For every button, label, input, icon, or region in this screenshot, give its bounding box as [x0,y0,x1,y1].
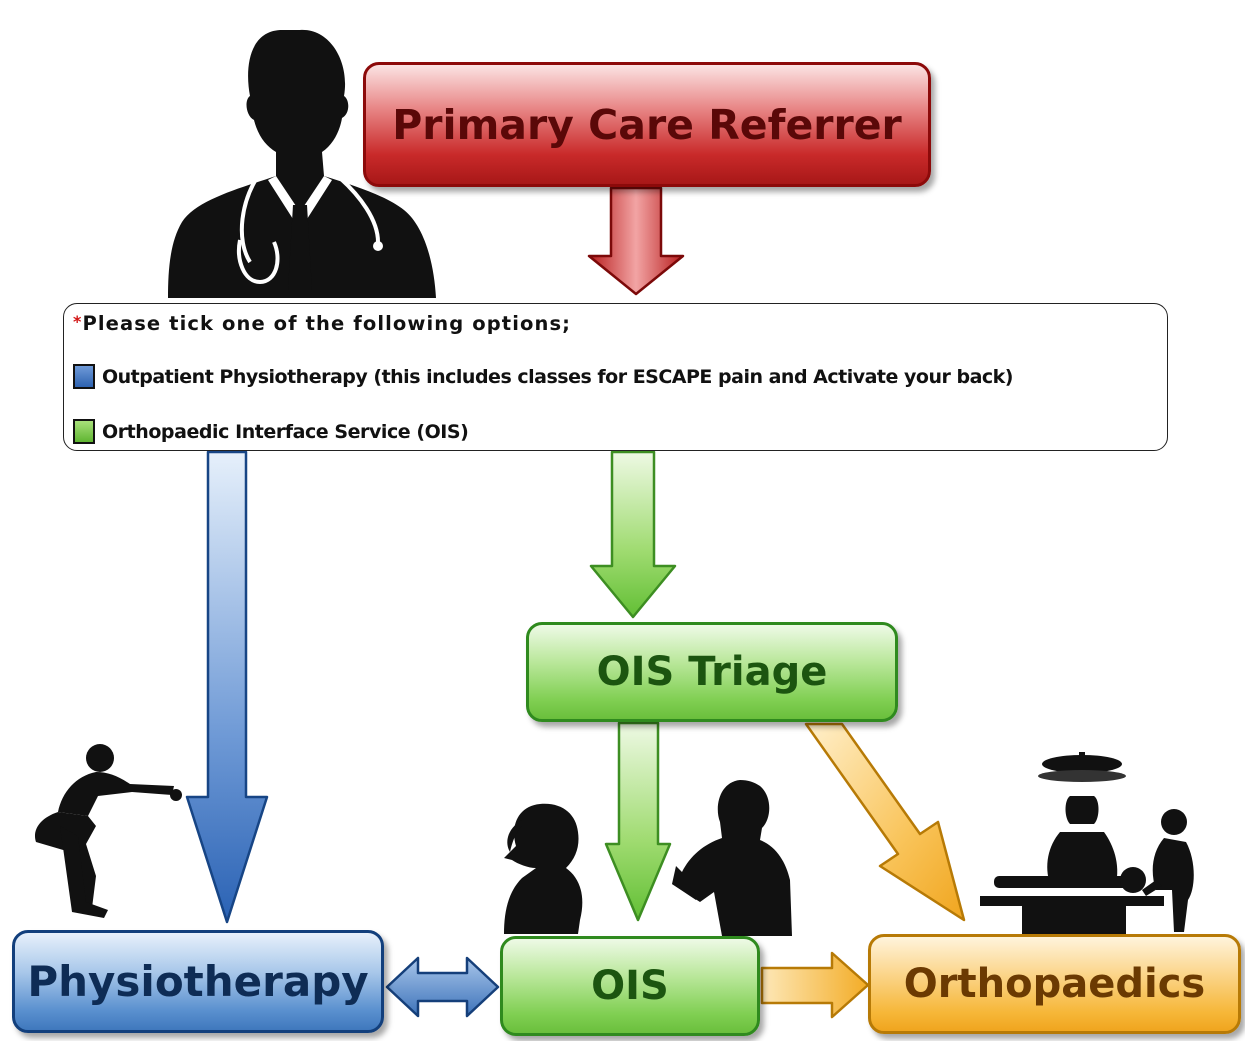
arrow-options-to-physio [185,450,269,924]
arrow-referrer-to-options [587,186,685,296]
surgery-team-icon [980,752,1194,934]
options-prompt: *Please tick one of the following option… [73,312,571,335]
ois-option-label: Orthopaedic Interface Service (OIS) [102,420,469,443]
arrow-triage-to-ortho [804,722,966,922]
ois-triage-box: OIS Triage [526,622,898,722]
options-prompt-text: Please tick one of the following options… [82,312,572,335]
arrow-ois-to-ortho [760,951,870,1019]
physiotherapy-checkbox[interactable] [73,364,95,389]
orthopaedics-label: Orthopaedics [903,961,1206,1007]
consultation-people-icon [504,780,792,936]
doctor-silhouette-icon [168,29,436,298]
arrow-physio-ois-bidirectional [385,956,500,1018]
ois-checkbox[interactable] [73,419,95,444]
arrow-triage-to-ois [604,721,672,922]
ois-label: OIS [591,963,669,1009]
physiotherapy-box: Physiotherapy [12,930,384,1033]
option-outpatient-physiotherapy[interactable]: Outpatient Physiotherapy (this includes … [73,364,1013,389]
physiotherapy-label: Physiotherapy [27,957,369,1006]
ois-box: OIS [500,936,760,1036]
ois-triage-label: OIS Triage [596,649,828,695]
primary-care-referrer-box: Primary Care Referrer [363,62,931,187]
required-asterisk: * [73,312,83,331]
option-orthopaedic-interface-service[interactable]: Orthopaedic Interface Service (OIS) [73,419,469,444]
orthopaedics-box: Orthopaedics [868,934,1241,1034]
primary-care-referrer-label: Primary Care Referrer [392,100,902,149]
squatting-person-icon [34,744,182,918]
arrow-options-to-triage [589,450,677,619]
physiotherapy-option-label: Outpatient Physiotherapy (this includes … [102,365,1013,388]
referral-options-panel: *Please tick one of the following option… [63,303,1168,451]
